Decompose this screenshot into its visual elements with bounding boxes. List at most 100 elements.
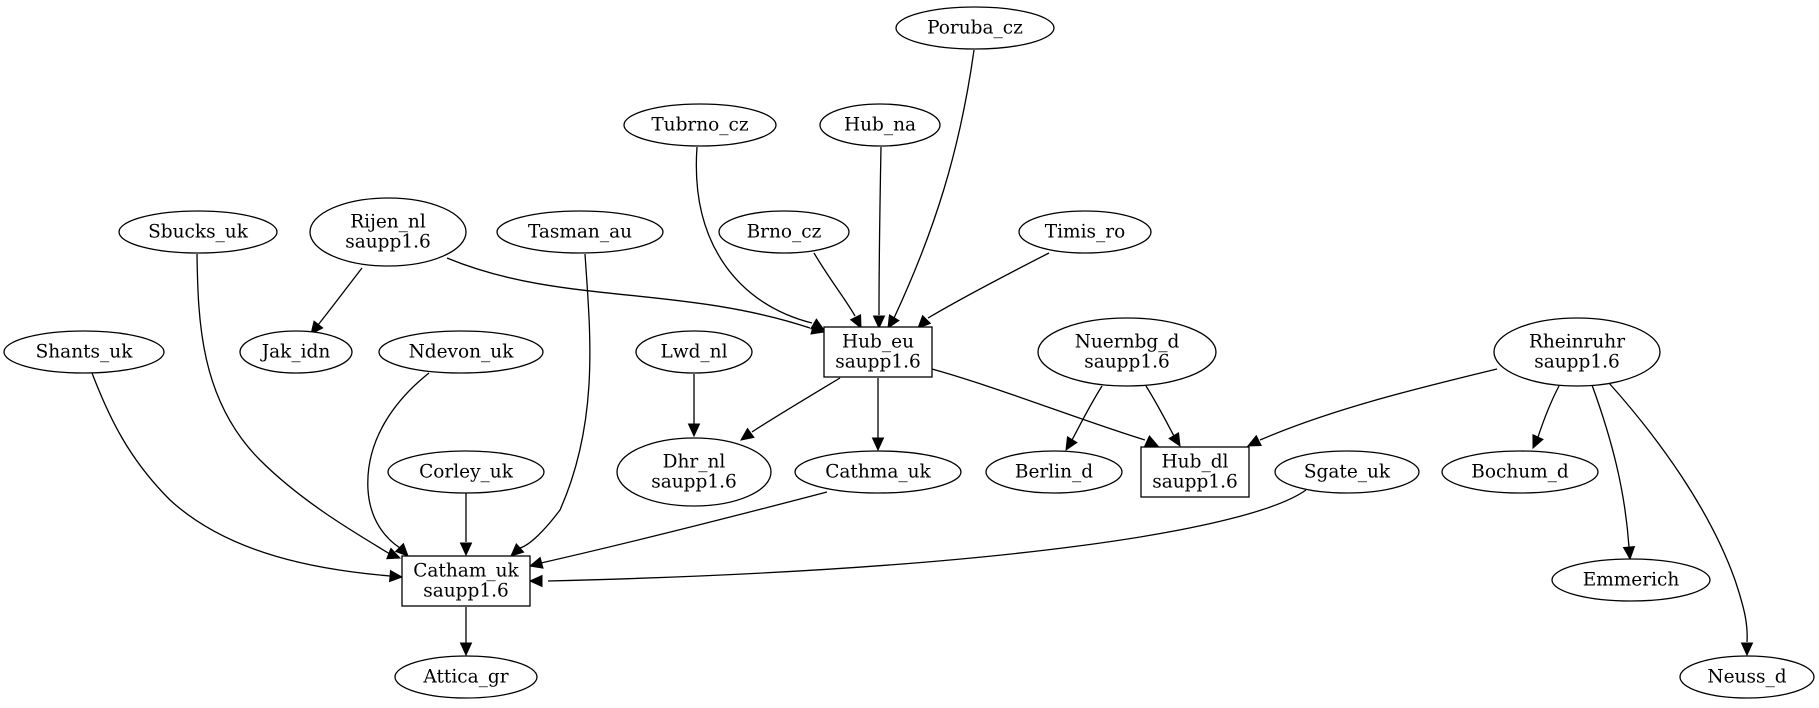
edge-nuernbg-d-to-hub-dl [1145, 385, 1181, 448]
node-poruba-cz[interactable]: Poruba_cz [895, 6, 1055, 50]
node-tasman-au[interactable]: Tasman_au [496, 210, 664, 254]
node-ellipse [616, 437, 772, 507]
edge-poruba-cz-to-hub-eu [887, 49, 975, 330]
node-box [823, 326, 933, 378]
node-label: Corley_uk [419, 462, 514, 483]
node-ellipse [718, 210, 850, 254]
node-label: Rijen_nl [350, 212, 426, 233]
node-bochum-d[interactable]: Bochum_d [1441, 450, 1599, 494]
arrowhead-icon [1144, 435, 1160, 447]
node-ellipse [239, 330, 353, 374]
arrowhead-icon [810, 322, 826, 335]
edge-line [1591, 384, 1630, 548]
edge-line [813, 252, 856, 317]
arrowhead-icon [1065, 436, 1078, 452]
node-label: Dhr_nl [663, 452, 726, 473]
node-cathma-uk[interactable]: Cathma_uk [794, 450, 962, 494]
node-timis-ro[interactable]: Timis_ro [1018, 210, 1152, 254]
node-emmerich[interactable]: Emmerich [1551, 558, 1711, 602]
arrowhead-icon [310, 320, 324, 335]
node-corley-uk[interactable]: Corley_uk [387, 450, 545, 494]
edge-line [931, 368, 1146, 441]
edge-line [540, 491, 828, 564]
edge-rheinruhr-to-emmerich [1591, 384, 1636, 561]
edge-ndevon-uk-to-catham-uk [367, 372, 430, 557]
edge-rheinruhr-to-bochum-d [1532, 385, 1560, 450]
arrowhead-icon [871, 437, 885, 452]
node-jak-idn[interactable]: Jak_idn [239, 330, 353, 374]
node-ellipse [985, 450, 1123, 494]
edge-nuernbg-d-to-berlin-d [1065, 385, 1103, 452]
edge-line [927, 252, 1050, 319]
node-label: saupp1.6 [345, 232, 431, 253]
node-sbucks-uk[interactable]: Sbucks_uk [118, 210, 278, 254]
node-label: saupp1.6 [423, 581, 509, 602]
node-label: Rheinruhr [1529, 332, 1625, 353]
edge-rijen-nl-to-jak-idn [310, 267, 363, 335]
edge-line [893, 49, 975, 319]
node-label: Timis_ro [1045, 222, 1125, 243]
edge-sgate-uk-to-catham-uk [528, 489, 1307, 588]
node-ellipse [387, 450, 545, 494]
edge-line [1145, 385, 1175, 437]
node-shants-uk[interactable]: Shants_uk [3, 330, 165, 374]
node-neuss-d[interactable]: Neuss_d [1679, 655, 1815, 699]
arrowhead-icon [849, 314, 862, 330]
arrowhead-icon [510, 543, 525, 557]
node-ellipse [1274, 450, 1420, 494]
node-label: Hub_dl [1162, 452, 1229, 473]
edge-line [878, 146, 882, 316]
node-sgate-uk[interactable]: Sgate_uk [1274, 450, 1420, 494]
arrowhead-icon [528, 556, 544, 569]
node-label: Bochum_d [1471, 462, 1569, 483]
edge-line [1537, 385, 1560, 438]
node-lwd-nl[interactable]: Lwd_nl [635, 330, 753, 374]
arrowhead-icon [389, 569, 404, 583]
arrowhead-icon [1246, 434, 1262, 447]
node-hub-na[interactable]: Hub_na [819, 103, 941, 147]
node-ellipse [378, 330, 544, 374]
node-tubrno-cz[interactable]: Tubrno_cz [623, 103, 777, 147]
node-label: Tasman_au [528, 222, 632, 243]
edge-rijen-nl-to-hub-eu [446, 257, 826, 335]
node-label: Sbucks_uk [148, 222, 249, 243]
arrowhead-icon [872, 315, 886, 330]
node-label: Lwd_nl [660, 342, 727, 363]
edge-line [751, 377, 841, 433]
edge-hub-eu-to-hub-dl [931, 368, 1160, 447]
arrowhead-icon [459, 542, 473, 557]
arrowhead-icon [687, 423, 701, 438]
arrowhead-icon [917, 314, 932, 329]
node-label: Nuernbg_d [1075, 332, 1180, 353]
arrowhead-icon [528, 574, 543, 588]
edge-cathma-uk-to-catham-uk [528, 491, 828, 569]
edges-layer [91, 49, 1754, 657]
edge-hub-eu-to-cathma-uk [871, 378, 885, 452]
node-label: saupp1.6 [651, 472, 737, 493]
node-box [1140, 446, 1250, 498]
node-ndevon-uk[interactable]: Ndevon_uk [378, 330, 544, 374]
edge-rheinruhr-to-neuss-d [1608, 382, 1754, 657]
node-label: saupp1.6 [835, 352, 921, 373]
node-box [401, 555, 531, 607]
edge-line [196, 253, 391, 555]
node-ellipse [496, 210, 664, 254]
node-ellipse [819, 103, 941, 147]
node-ellipse [394, 655, 538, 699]
node-attica-gr[interactable]: Attica_gr [394, 655, 538, 699]
node-label: Attica_gr [422, 667, 508, 688]
arrowhead-icon [1622, 546, 1636, 561]
edge-corley-uk-to-catham-uk [459, 493, 473, 557]
node-brno-cz[interactable]: Brno_cz [718, 210, 850, 254]
node-berlin-d[interactable]: Berlin_d [985, 450, 1123, 494]
node-label: Poruba_cz [927, 18, 1023, 39]
edge-lwd-nl-to-dhr-nl [687, 373, 701, 438]
node-ellipse [1679, 655, 1815, 699]
